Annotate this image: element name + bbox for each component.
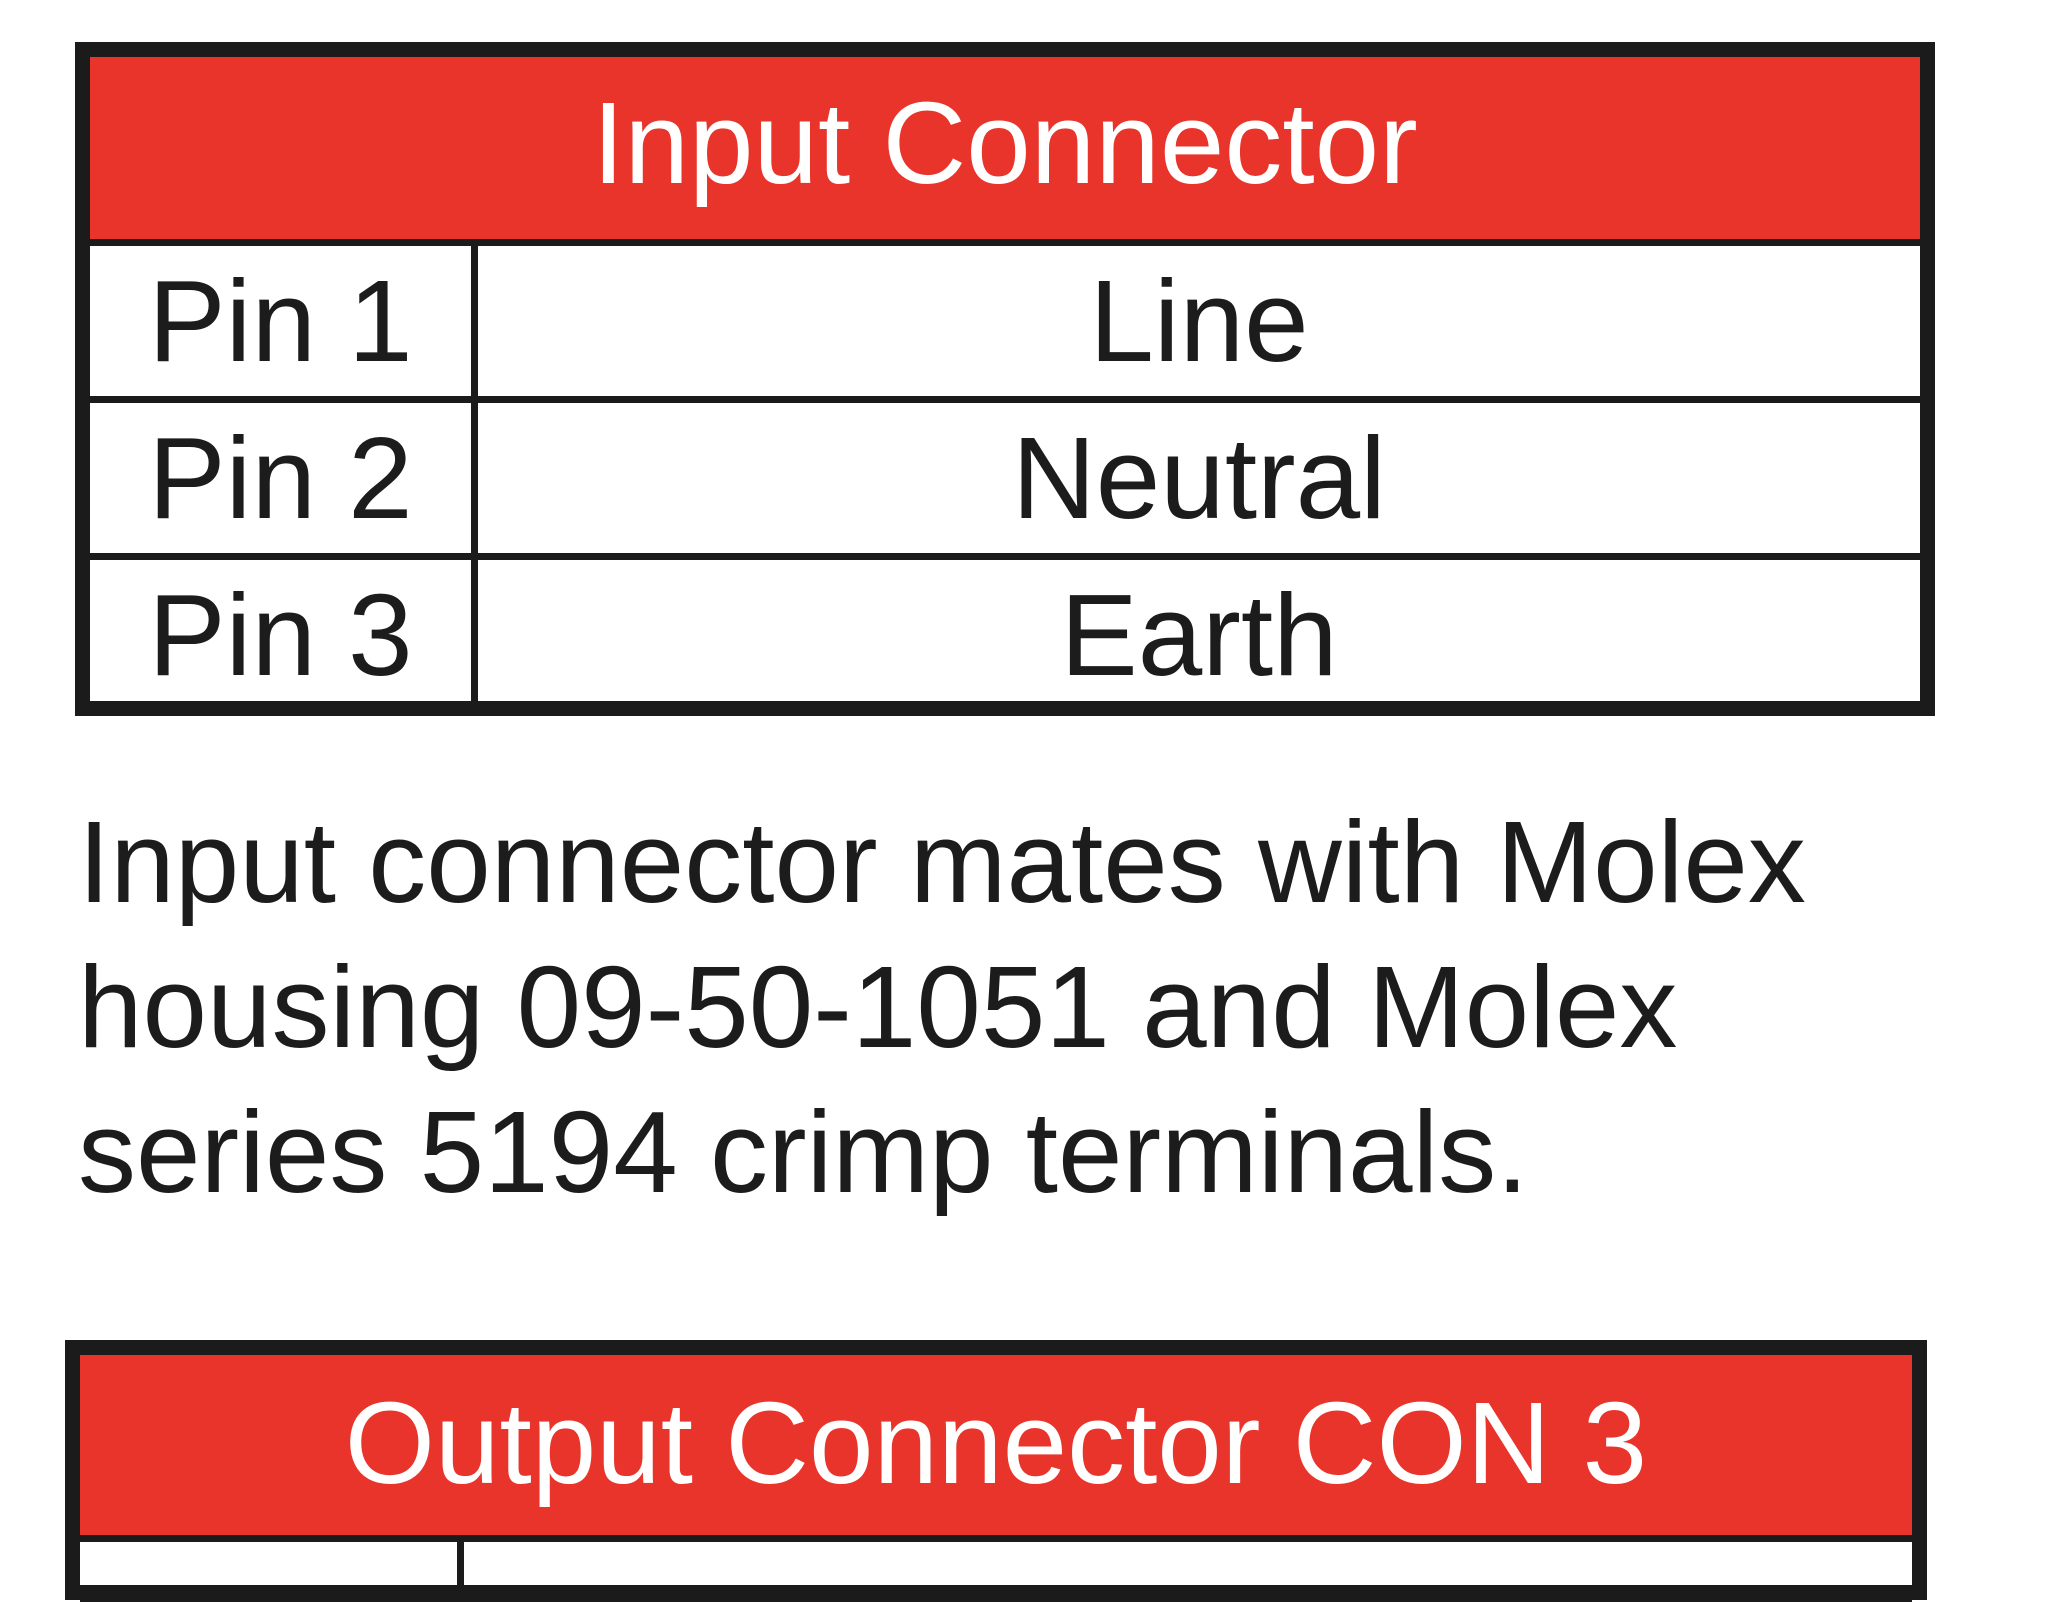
function-cell: Neutral bbox=[1012, 413, 1386, 543]
output-connector-table: Output Connector CON 3 bbox=[65, 1340, 1927, 1602]
mating-connector-note: Input connector mates with Molex housing… bbox=[78, 790, 1978, 1225]
pin-cell: Pin 2 bbox=[90, 403, 478, 553]
pin-cell: Pin 1 bbox=[90, 246, 478, 396]
table-row: Pin 2 Neutral bbox=[90, 403, 1920, 560]
note-line: series 5194 crimp terminals. bbox=[78, 1087, 1529, 1217]
pin-cell bbox=[80, 1542, 464, 1595]
function-cell bbox=[464, 1542, 1912, 1595]
pin-cell: Pin 3 bbox=[90, 560, 478, 715]
input-connector-table: Input Connector Pin 1 Line Pin 2 Neutral… bbox=[75, 42, 1935, 716]
table-row: Pin 3 Earth bbox=[90, 560, 1920, 715]
function-cell: Line bbox=[1089, 256, 1309, 386]
table-row bbox=[80, 1542, 1912, 1602]
function-cell: Earth bbox=[1060, 570, 1338, 700]
output-connector-title: Output Connector CON 3 bbox=[80, 1355, 1912, 1542]
note-line: housing 09-50-1051 and Molex bbox=[78, 942, 1678, 1072]
input-connector-title: Input Connector bbox=[90, 57, 1920, 246]
note-line: Input connector mates with Molex bbox=[78, 797, 1806, 927]
table-row: Pin 1 Line bbox=[90, 246, 1920, 403]
